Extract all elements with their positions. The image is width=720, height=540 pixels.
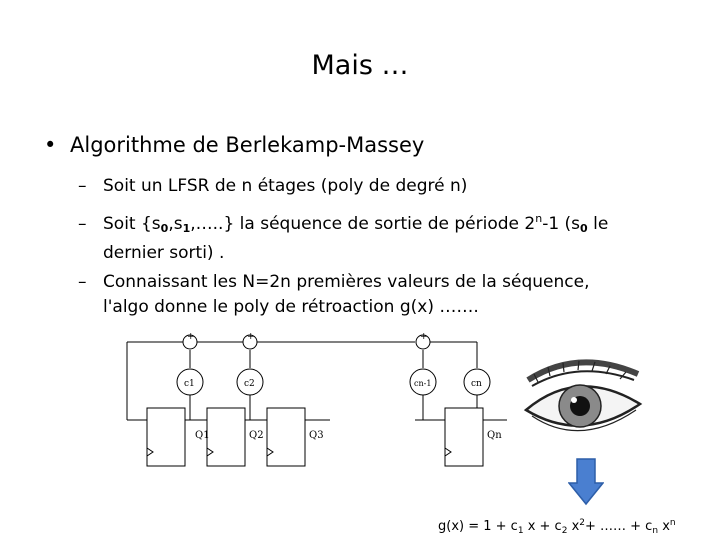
coef-label: cn [471, 379, 482, 389]
subscript: 1 [182, 222, 191, 235]
stage-label: Q1 [195, 430, 210, 441]
register-2 [206, 407, 246, 467]
formula-part: x [658, 519, 670, 534]
slide-title: Mais … [311, 50, 409, 81]
formula-sup: 2 [579, 518, 585, 528]
sub-item-text-a: Soit {s [103, 214, 161, 234]
sub-item-text: Connaissant les N=2n premières valeurs d… [103, 272, 590, 292]
adder-label: + [420, 332, 428, 342]
formula-part: x + c [523, 519, 562, 534]
sub-item-text-c: ,…..} la séquence de sortie de période 2 [190, 214, 536, 234]
sub-item-continuation: l'algo donne le poly de rétroaction g(x)… [103, 297, 479, 317]
down-arrow-icon [568, 458, 604, 506]
subscript: 0 [580, 222, 588, 235]
formula-sub: 2 [561, 526, 568, 536]
dash: – [78, 272, 87, 292]
coef-label: cn-1 [414, 379, 431, 388]
adder-label: + [187, 332, 195, 342]
sub-item-continuation: dernier sorti) . [103, 243, 225, 263]
register-n [444, 407, 484, 467]
register-3 [266, 407, 306, 467]
sub-item-1: –Soit un LFSR de n étages (poly de degré… [78, 174, 678, 199]
formula-sub: n [652, 526, 659, 536]
adder-circle-2 [242, 334, 258, 350]
dash: – [78, 176, 87, 196]
formula-part: + …… + c [585, 519, 653, 534]
formula-part: x [567, 519, 580, 534]
sub-item-3: –Connaissant les N=2n premières valeurs … [78, 270, 678, 320]
coef-label: c2 [244, 379, 255, 389]
eye-icon [523, 359, 643, 432]
register-1 [146, 407, 186, 467]
main-bullet-text: Algorithme de Berlekamp-Massey [70, 133, 425, 157]
subscript: 0 [160, 222, 169, 235]
stage-label: Q3 [309, 430, 324, 441]
sub-item-text-b: ,s [168, 214, 183, 234]
coef-label: c1 [184, 379, 195, 389]
formula-sup: n [669, 518, 676, 528]
main-bullet: • Algorithme de Berlekamp-Massey [44, 133, 424, 157]
sub-item-text-e: le [587, 214, 609, 234]
lfsr-diagram: + + + c1 c2 cn-1 cn Q1 Q2 Q3 Qn [126, 332, 507, 467]
formula-part: g(x) = 1 + c [438, 519, 518, 534]
sub-item-text: Soit un LFSR de n étages (poly de degré … [103, 176, 468, 196]
sub-item-text-d: -1 (s [542, 214, 581, 234]
bullet-symbol: • [44, 133, 57, 157]
formula-sub: 1 [517, 526, 524, 536]
adder-label: + [247, 332, 255, 342]
dash: – [78, 214, 87, 234]
stage-label: Qn [487, 430, 502, 441]
sub-item-2: –Soit {s0,s1,…..} la séquence de sortie … [78, 206, 678, 266]
polynomial-formula: g(x) = 1 + c1 x + c2 x2+ …… + cn xn [438, 518, 676, 536]
stage-label: Q2 [249, 430, 264, 441]
superscript: n [535, 212, 543, 225]
adder-circle-1 [182, 334, 198, 350]
